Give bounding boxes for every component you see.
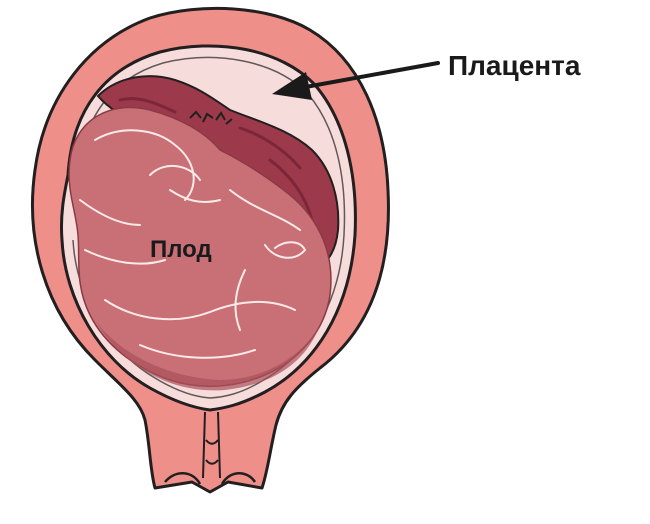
placenta-label: Плацента — [448, 50, 581, 81]
fetus-label: Плод — [150, 236, 212, 263]
